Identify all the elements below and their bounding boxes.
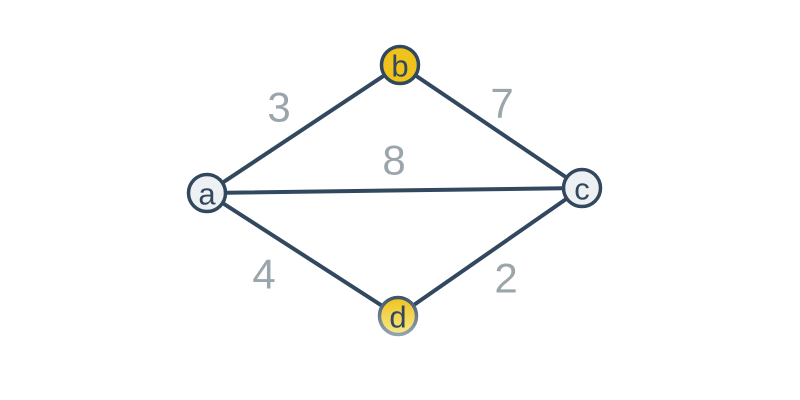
edge-a-c	[205, 186, 584, 195]
node-b[interactable]: b	[379, 44, 421, 86]
edge-b-c	[398, 63, 584, 190]
edge-weight-a-d: 4	[252, 251, 275, 298]
node-a[interactable]: a	[186, 172, 228, 214]
node-circle-a[interactable]	[186, 172, 228, 214]
node-circle-c[interactable]	[561, 167, 603, 209]
edge-weight-d-c: 2	[494, 255, 517, 302]
node-circle-b[interactable]	[379, 44, 421, 86]
edge-d-c	[396, 186, 584, 318]
node-circle-d[interactable]	[377, 295, 419, 337]
edge-weight-b-c: 7	[490, 80, 513, 127]
edge-a-d	[205, 191, 400, 318]
edge-weight-a-b: 3	[267, 84, 290, 131]
node-c[interactable]: c	[561, 167, 603, 209]
node-d[interactable]: d	[377, 295, 419, 337]
edge-weight-a-c: 8	[382, 137, 405, 184]
edge-a-b	[205, 63, 402, 195]
